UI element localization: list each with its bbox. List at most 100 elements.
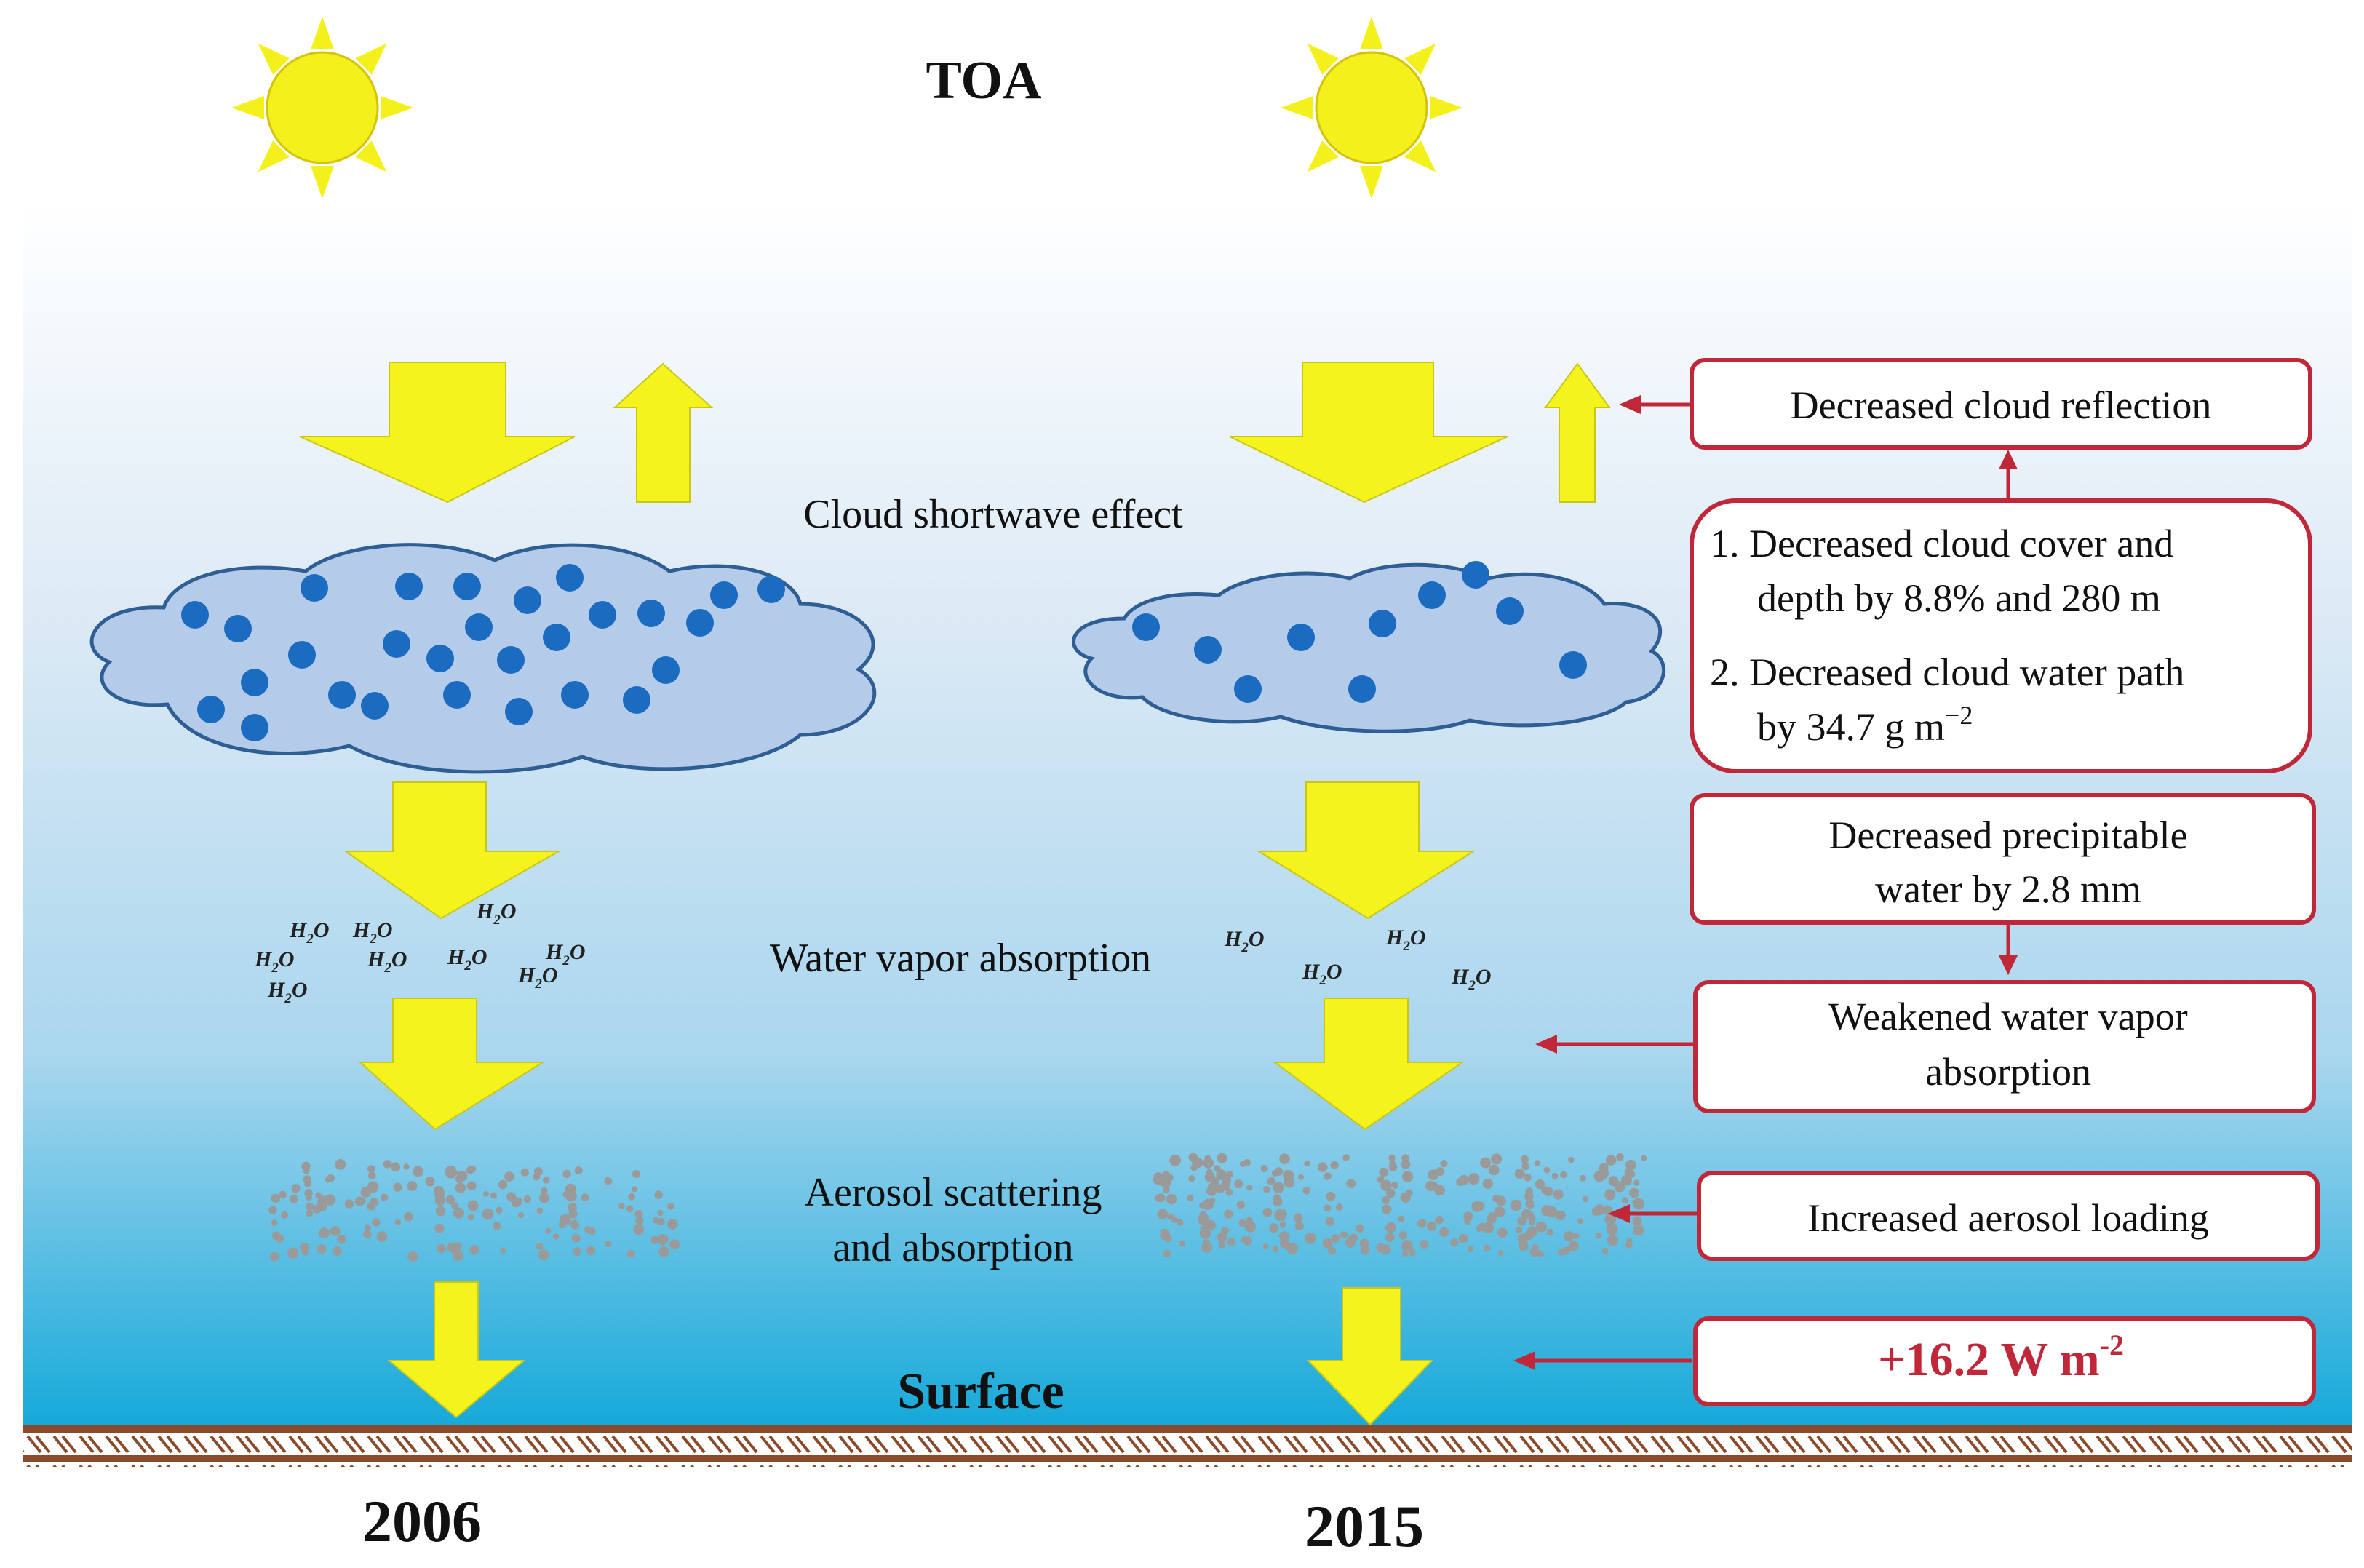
aerosol-particle xyxy=(1436,1167,1445,1176)
aerosol-particle xyxy=(1392,1182,1398,1189)
cloud-droplet xyxy=(241,714,268,741)
aerosol-particle xyxy=(268,1206,277,1215)
aerosol-particle xyxy=(541,1187,548,1195)
aerosol-particle xyxy=(1203,1158,1214,1169)
ground-line xyxy=(23,1425,2352,1432)
aerosol-particle xyxy=(451,1202,459,1210)
aerosol-particle xyxy=(271,1193,281,1203)
incoming-arrow-2006 xyxy=(299,362,576,504)
box-cloud-properties-line1: 1. Decreased cloud cover and xyxy=(1710,522,2173,565)
aerosol-particle xyxy=(394,1219,402,1226)
aerosol-particle xyxy=(559,1214,571,1226)
cloud-droplet xyxy=(637,600,665,627)
aerosol-particle xyxy=(1582,1195,1589,1203)
aerosol-particle xyxy=(337,1235,346,1244)
aerosol-particle xyxy=(667,1203,674,1210)
aerosol-particle xyxy=(1607,1235,1619,1246)
aerosol-particle xyxy=(1408,1249,1416,1257)
aerosol-particle xyxy=(1356,1224,1364,1233)
cloud-droplet xyxy=(1234,675,1262,703)
aerosol-particle xyxy=(1595,1232,1602,1239)
year-2015-label: 2015 xyxy=(1305,1493,1424,1559)
aerosol-particle xyxy=(407,1181,418,1191)
h2o-molecule: H2O xyxy=(289,918,330,947)
aerosol-particle xyxy=(301,1248,309,1256)
sun-icon-2006 xyxy=(231,17,413,199)
aerosol-particles-2015 xyxy=(1153,1153,1647,1258)
aerosol-particle xyxy=(506,1192,517,1202)
aerosol-particle xyxy=(407,1251,418,1262)
cloud-2015 xyxy=(1072,561,1665,733)
aerosol-particle xyxy=(1463,1211,1473,1222)
aerosol-particle xyxy=(1359,1238,1369,1249)
aerosol-particle xyxy=(533,1173,541,1181)
aerosol-particle xyxy=(1209,1197,1216,1203)
aerosol-particle xyxy=(445,1195,455,1205)
box-cloud-reflection-text: Decreased cloud reflection xyxy=(1791,383,2212,427)
aerosol-particle xyxy=(413,1166,423,1177)
aerosol-particle xyxy=(1272,1246,1279,1253)
aerosol-particle xyxy=(291,1184,301,1193)
aerosol-particle xyxy=(370,1198,379,1207)
aerosol-particle xyxy=(1346,1179,1356,1188)
aerosol-particle xyxy=(1322,1238,1333,1249)
aerosol-particle xyxy=(1541,1205,1553,1217)
aerosol-particle xyxy=(1199,1227,1211,1239)
aerosol-particle xyxy=(1325,1217,1334,1227)
aerosol-particle xyxy=(1514,1169,1525,1179)
aerosol-particle xyxy=(1572,1233,1580,1240)
aerosol-particle xyxy=(1221,1227,1229,1235)
cloud-droplet xyxy=(623,686,650,714)
aerosol-particle xyxy=(1603,1206,1613,1215)
aerosol-particle xyxy=(1171,1216,1178,1223)
cloud-droplet xyxy=(710,581,738,609)
aerosol-particle xyxy=(1401,1154,1409,1162)
transmitted-arrow-1-2006 xyxy=(343,781,562,920)
aerosol-particle xyxy=(628,1193,635,1201)
water-vapor-label: Water vapor absorption xyxy=(770,936,1151,981)
aerosol-particle xyxy=(545,1227,552,1234)
cloud-droplet xyxy=(395,573,423,600)
aerosol-particle xyxy=(565,1190,577,1202)
aerosol-particle xyxy=(445,1165,457,1177)
aerosol-particle xyxy=(1625,1159,1636,1171)
aerosol-particle xyxy=(1488,1164,1500,1176)
aerosol-particle xyxy=(1280,1238,1290,1249)
aerosol-particle xyxy=(1188,1175,1195,1182)
aerosol-particle xyxy=(1530,1230,1537,1237)
aerosol-particle xyxy=(1385,1233,1395,1242)
aerosol-particle xyxy=(1620,1174,1633,1186)
aerosol-particle xyxy=(1577,1218,1584,1225)
aerosol-particle xyxy=(657,1234,669,1246)
aerosol-particle xyxy=(490,1192,498,1199)
aerosol-particle xyxy=(327,1174,335,1182)
aerosol-particle xyxy=(626,1249,635,1258)
cloud-2006 xyxy=(89,543,877,774)
aerosol-particle xyxy=(1616,1153,1624,1161)
aerosol-particle xyxy=(1471,1201,1483,1212)
aerosol-particle xyxy=(1179,1240,1186,1247)
aerosol-particle xyxy=(1527,1211,1535,1219)
aerosol-particle xyxy=(552,1233,560,1240)
aerosol-particle xyxy=(1604,1189,1616,1201)
aerosol-particle xyxy=(1157,1209,1168,1219)
aerosol-particle xyxy=(1626,1238,1633,1244)
aerosol-label-line2: and absorption xyxy=(832,1225,1073,1270)
aerosol-particle xyxy=(1274,1167,1284,1176)
aerosol-particle xyxy=(1331,1234,1340,1243)
aerosol-particle xyxy=(1564,1230,1575,1242)
h2o-molecule: H2O xyxy=(1224,927,1265,955)
aerosol-particle xyxy=(1273,1194,1281,1202)
cloud-droplet xyxy=(543,624,570,651)
aerosol-particle xyxy=(1154,1194,1162,1202)
aerosol-particle xyxy=(306,1209,314,1217)
cloud-droplet xyxy=(1496,597,1524,625)
toa-label: TOA xyxy=(926,51,1041,111)
aerosol-particle xyxy=(634,1210,643,1219)
aerosol-particle xyxy=(1244,1221,1257,1233)
h2o-molecule: H2O xyxy=(1302,960,1342,988)
aerosol-particle xyxy=(344,1199,354,1209)
aerosol-particle xyxy=(1201,1241,1213,1253)
aerosol-particle xyxy=(269,1251,279,1262)
aerosol-particle xyxy=(1458,1233,1468,1243)
